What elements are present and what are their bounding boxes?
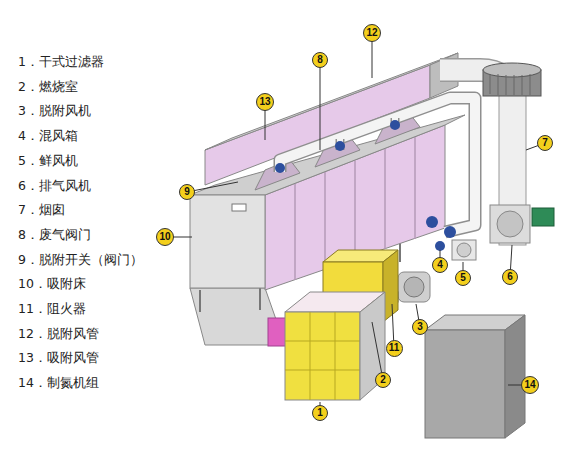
part-name: 11．阻火器 bbox=[18, 301, 86, 316]
callout-circle: 6 bbox=[502, 269, 518, 285]
fan-motor bbox=[532, 208, 554, 226]
duct-connector bbox=[268, 318, 286, 346]
callout-number: 9 bbox=[184, 187, 190, 197]
callout-circle: 14 bbox=[521, 376, 539, 394]
callout-number: 6 bbox=[507, 272, 513, 282]
callout-number: 3 bbox=[417, 322, 423, 332]
callout-circle: 7 bbox=[537, 135, 553, 151]
exhaust-fan bbox=[490, 205, 530, 243]
part-name: 5．鲜风机 bbox=[18, 153, 78, 168]
part-name: 3．脱附风机 bbox=[18, 103, 91, 118]
callout-number: 12 bbox=[366, 28, 377, 38]
part-name: 14．制氮机组 bbox=[18, 375, 99, 390]
callout-number: 2 bbox=[380, 375, 386, 385]
callout-number: 8 bbox=[317, 55, 323, 65]
chimney-mesh bbox=[490, 74, 530, 95]
callout-number: 13 bbox=[259, 97, 270, 107]
nitrogen-unit bbox=[425, 330, 505, 438]
callout-circle: 13 bbox=[256, 93, 274, 111]
part-name: 13．吸附风管 bbox=[18, 350, 99, 365]
part-name: 10．吸附床 bbox=[18, 276, 86, 291]
valve bbox=[435, 241, 445, 251]
callout-circle: 5 bbox=[455, 270, 471, 286]
valve bbox=[426, 216, 438, 228]
valve bbox=[275, 163, 285, 173]
filter-side bbox=[360, 292, 385, 400]
valve bbox=[390, 120, 400, 130]
leader-lines bbox=[165, 33, 545, 413]
fresh-air-fan bbox=[452, 240, 476, 260]
part-name: 7．烟囱 bbox=[18, 202, 65, 217]
part-name: 9．脱附开关（阀门） bbox=[18, 252, 143, 267]
part-name: 12．脱附风管 bbox=[18, 326, 99, 341]
callout-number: 7 bbox=[542, 138, 548, 148]
callout-number: 4 bbox=[437, 260, 443, 270]
callout-circle: 11 bbox=[386, 340, 403, 357]
adsorption-duct-hood bbox=[205, 65, 430, 185]
part-name: 8．废气阀门 bbox=[18, 227, 91, 242]
callout-number: 14 bbox=[524, 380, 535, 390]
callout-circle: 4 bbox=[432, 257, 448, 273]
callout-number: 11 bbox=[389, 343, 400, 353]
pipe-stub-outline bbox=[340, 118, 395, 150]
nameplate bbox=[232, 204, 246, 211]
chimney-cap-top bbox=[483, 63, 541, 77]
part-name: 6．排气风机 bbox=[18, 178, 91, 193]
dry-filter bbox=[285, 312, 360, 400]
callout-circle: 3 bbox=[412, 319, 428, 335]
fan-housing bbox=[404, 277, 424, 297]
pipe-stub bbox=[340, 118, 395, 150]
part-name: 2．燃烧室 bbox=[18, 79, 78, 94]
part-name: 4．混风箱 bbox=[18, 128, 78, 143]
valve bbox=[335, 141, 345, 151]
filter-grid bbox=[285, 312, 360, 400]
callout-circle: 1 bbox=[312, 405, 328, 421]
callout-circle: 9 bbox=[179, 184, 195, 200]
callout-circle: 2 bbox=[375, 372, 391, 388]
part-name: 1．干式过滤器 bbox=[18, 54, 104, 69]
desorption-pipe-outline bbox=[280, 98, 475, 232]
callout-circle: 8 bbox=[312, 52, 328, 68]
fan-housing bbox=[457, 243, 471, 257]
inlet-duct bbox=[190, 288, 285, 345]
callout-number: 10 bbox=[159, 232, 170, 242]
callout-number: 5 bbox=[460, 273, 466, 283]
valve bbox=[444, 226, 456, 238]
callout-number: 1 bbox=[317, 408, 323, 418]
callout-circle: 12 bbox=[363, 24, 381, 42]
desorption-fan bbox=[398, 272, 430, 302]
desorption-pipe bbox=[280, 98, 475, 232]
callout-circle: 10 bbox=[156, 228, 174, 246]
adsorption-bed-end bbox=[190, 195, 265, 288]
hopper bbox=[255, 160, 300, 190]
nitrogen-unit-side bbox=[505, 315, 525, 438]
fan-housing bbox=[497, 211, 523, 237]
